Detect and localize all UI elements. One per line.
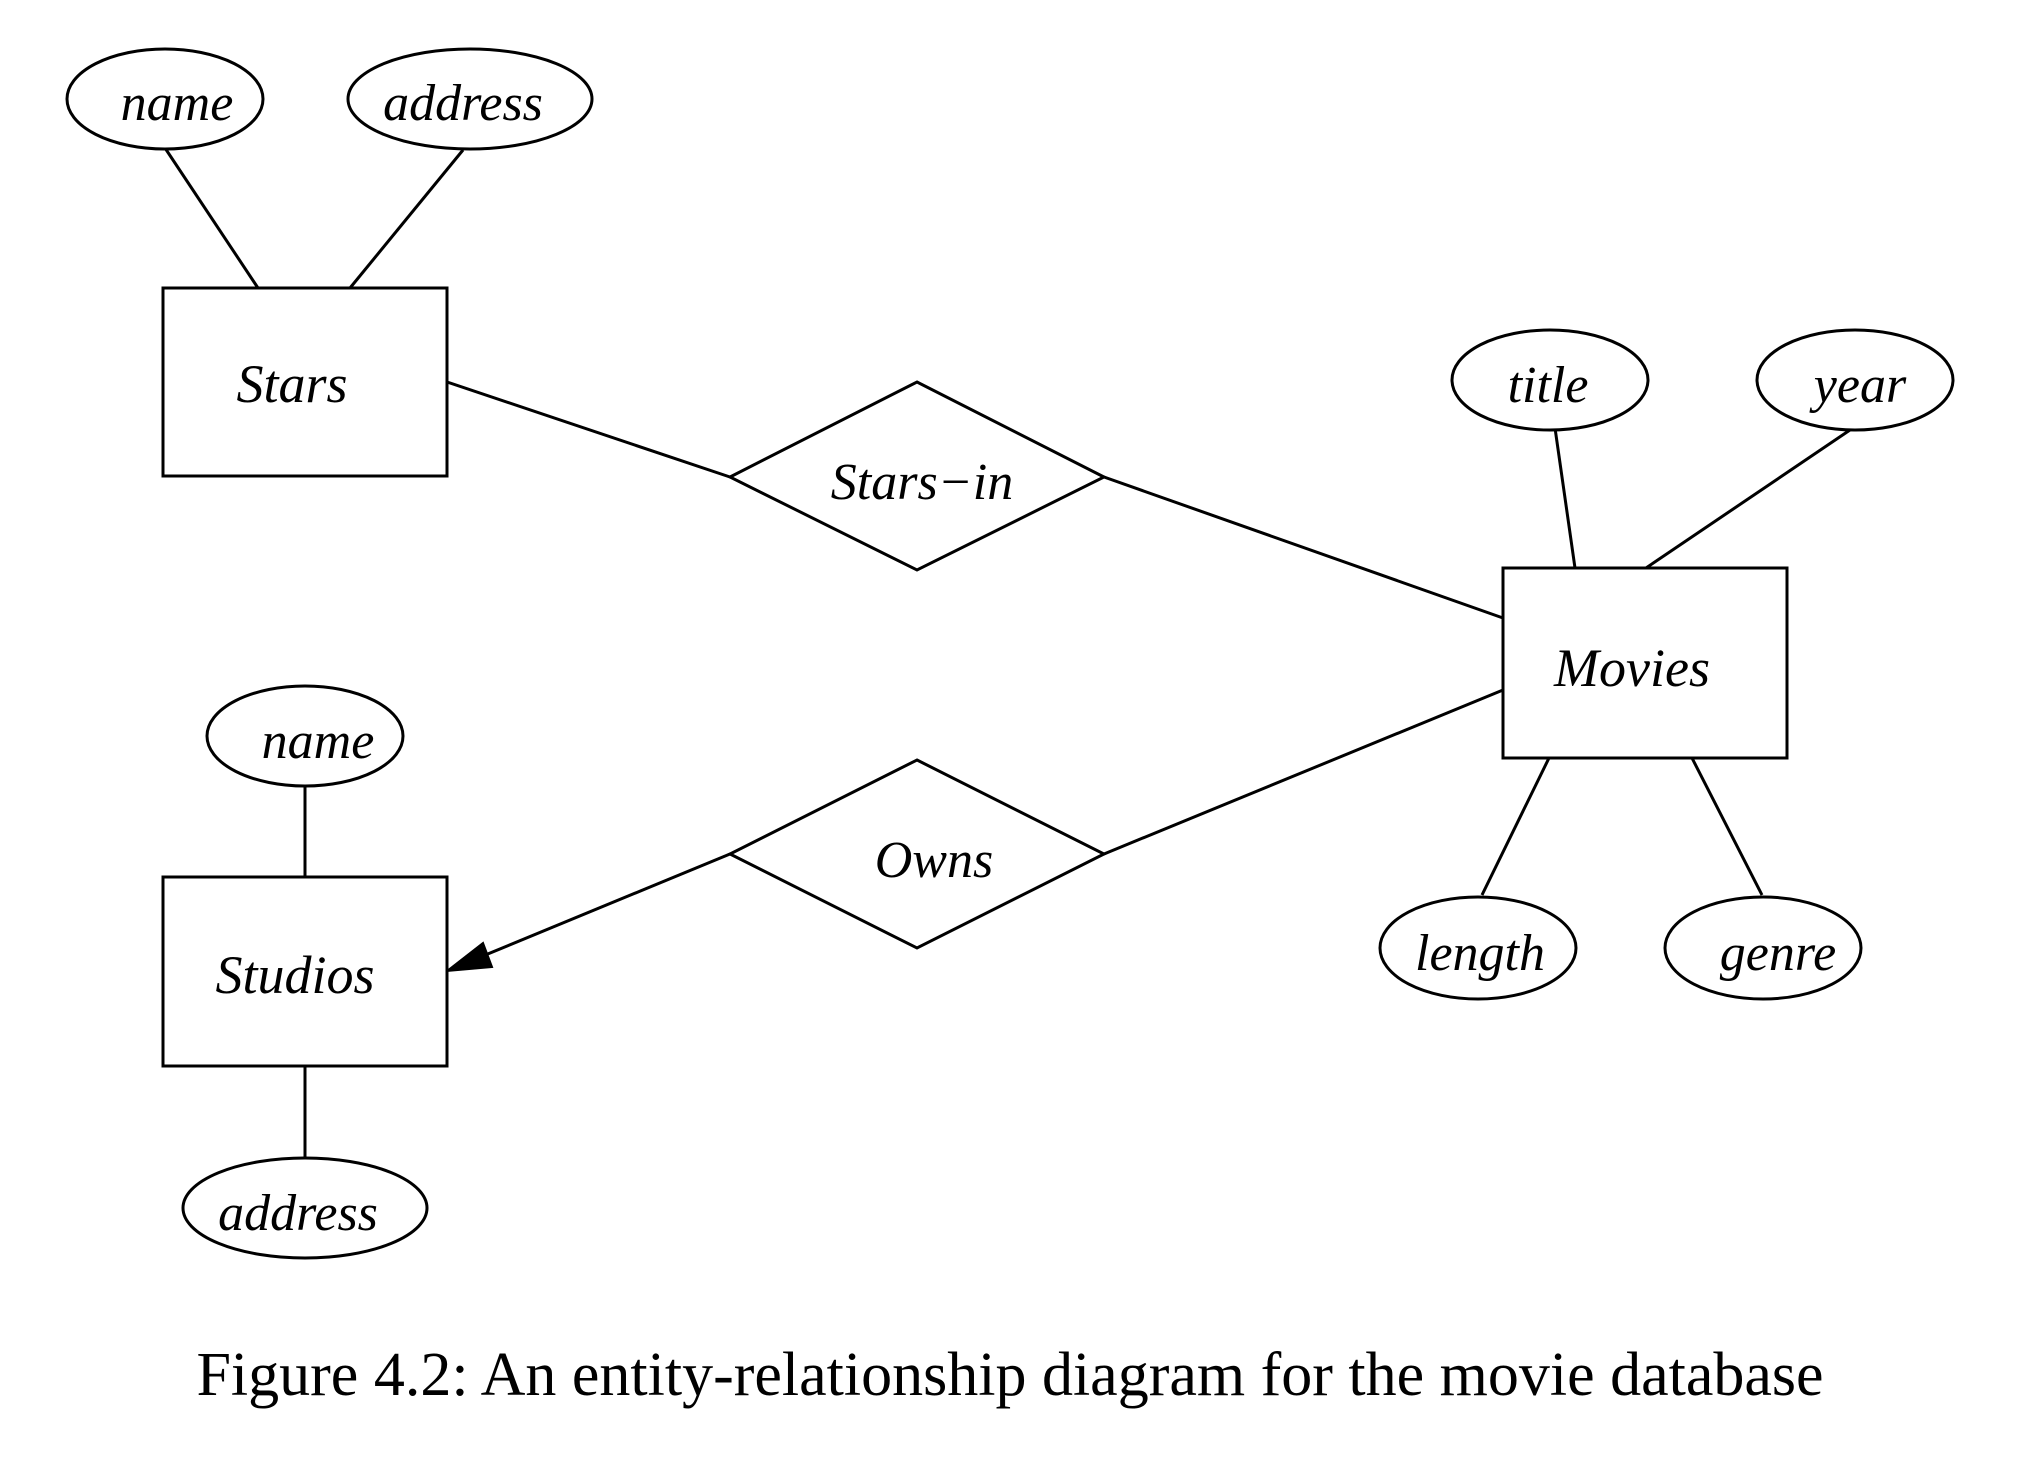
edge-owns-studios [477, 852, 731, 960]
attr-stars-name [65, 47, 265, 151]
edge-stars-address [348, 149, 465, 289]
edge-movies-year [1645, 428, 1851, 570]
entity-studios-label: Studios [215, 945, 374, 1005]
attr-stars-address-label: address [383, 75, 543, 132]
edge-stars-starsin [446, 380, 731, 479]
attr-movies-length [1378, 895, 1578, 1001]
attr-movies-year-label: year [1809, 357, 1907, 414]
attr-stars-address [346, 47, 594, 151]
edge-movies-genre [1690, 757, 1764, 896]
attr-studios-address [181, 1156, 429, 1260]
attr-movies-title [1450, 328, 1650, 432]
figure-caption: Figure 4.2: An entity-relationship diagr… [196, 1341, 1824, 1409]
entity-movies [1501, 566, 1789, 760]
attr-movies-title-label: title [1508, 357, 1589, 414]
attr-movies-length-label: length [1415, 925, 1545, 982]
relationship-stars-in [726, 380, 1108, 572]
entity-movies-label: Movies [1553, 638, 1710, 698]
attr-studios-name [205, 684, 405, 788]
edge-movies-title [1553, 427, 1577, 569]
arrowhead-icon [443, 941, 494, 973]
entity-stars-label: Stars [236, 354, 347, 414]
relationship-owns-label: Owns [875, 832, 993, 889]
relationship-stars-in-label: Stars−in [831, 454, 1013, 511]
attr-movies-year [1755, 328, 1955, 432]
entity-stars [161, 286, 449, 478]
entity-studios [161, 875, 449, 1068]
edge-stars-name [163, 147, 260, 289]
attr-studios-address-label: address [218, 1185, 378, 1242]
relationship-owns [726, 758, 1108, 950]
attr-studios-name-label: name [262, 713, 375, 770]
attr-movies-genre [1663, 895, 1863, 1001]
edge-movies-length [1480, 757, 1551, 896]
attr-movies-genre-label: genre [1720, 925, 1836, 982]
attr-stars-name-label: name [121, 75, 234, 132]
edge-starsin-movies [1103, 475, 1504, 620]
edge-owns-movies [1103, 688, 1504, 856]
